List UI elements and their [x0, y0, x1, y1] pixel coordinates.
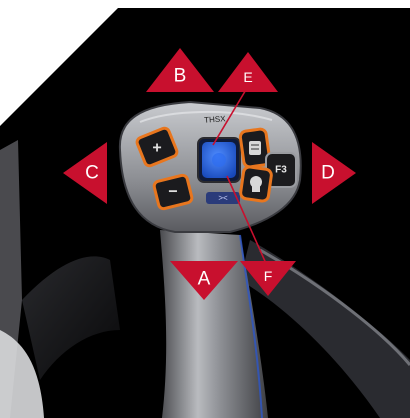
f3-label: F3 — [275, 165, 287, 176]
grip-top-text: THSX — [204, 114, 227, 125]
hand-button[interactable] — [240, 166, 272, 202]
svg-text:C: C — [85, 163, 99, 184]
blue-center-pad[interactable] — [198, 138, 240, 182]
minus-icon: − — [168, 184, 177, 201]
minus-button[interactable]: − — [153, 174, 193, 209]
svg-text:><: >< — [218, 194, 228, 203]
svg-text:D: D — [321, 163, 335, 184]
svg-text:E: E — [243, 69, 252, 85]
ruler-icon — [249, 141, 261, 155]
svg-text:F: F — [264, 268, 273, 284]
svg-text:A: A — [198, 269, 211, 290]
svg-text:B: B — [174, 66, 187, 87]
plus-icon: + — [152, 140, 161, 157]
